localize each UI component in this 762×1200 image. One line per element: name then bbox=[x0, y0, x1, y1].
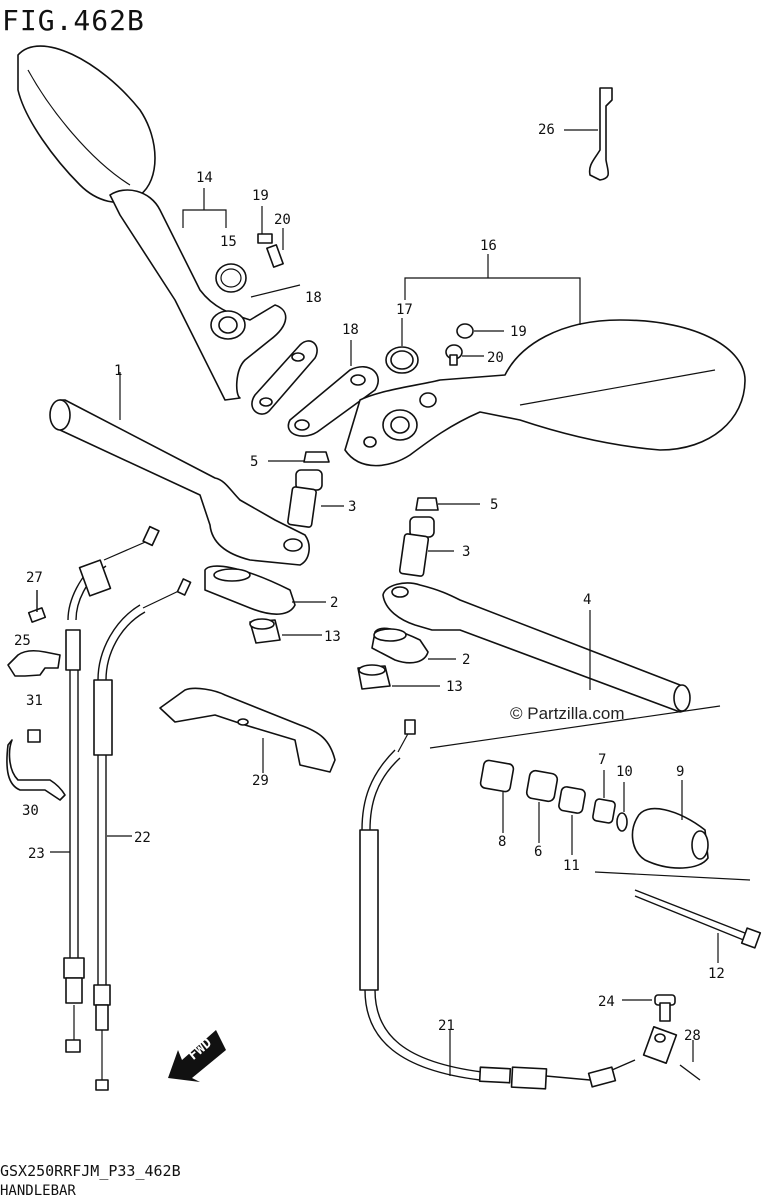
callout-26: 26 bbox=[538, 122, 555, 138]
figure-title: FIG.462B bbox=[2, 4, 145, 37]
callout-15: 15 bbox=[220, 234, 237, 250]
bar-holder-right[interactable] bbox=[371, 627, 429, 664]
right-mirror[interactable] bbox=[344, 319, 746, 467]
callout-17: 17 bbox=[396, 302, 413, 318]
bar-end-spacer-8[interactable] bbox=[479, 759, 515, 793]
clutch-bolt-24[interactable] bbox=[654, 994, 676, 1022]
mirror-grommet[interactable] bbox=[385, 346, 419, 374]
bar-holder-left[interactable] bbox=[204, 565, 296, 615]
throttle-cable-return-22[interactable] bbox=[93, 578, 192, 1091]
cable-clamp-screw-27[interactable] bbox=[27, 590, 47, 623]
callout-27: 27 bbox=[26, 570, 43, 586]
clutch-clevis[interactable] bbox=[642, 1026, 678, 1064]
callout-22: 22 bbox=[134, 830, 151, 846]
callout-5-right: 5 bbox=[490, 497, 498, 513]
callouts: 14 15 19 20 18 18 17 16 19 20 1 5 3 5 3 … bbox=[14, 122, 725, 1044]
callout-4: 4 bbox=[583, 592, 591, 608]
callout-14: 14 bbox=[196, 170, 213, 186]
callout-20-left: 20 bbox=[274, 212, 291, 228]
cable-clamp-25[interactable] bbox=[7, 649, 61, 677]
callout-24: 24 bbox=[598, 994, 615, 1010]
callout-5-left: 5 bbox=[250, 454, 258, 470]
callout-31: 31 bbox=[26, 693, 43, 709]
callout-13-right: 13 bbox=[446, 679, 463, 695]
callout-1: 1 bbox=[114, 363, 122, 379]
mirror-gasket-left[interactable] bbox=[251, 340, 318, 415]
throttle-cable-pull-23[interactable] bbox=[63, 525, 160, 1053]
bar-end-bolt-12[interactable] bbox=[634, 889, 762, 949]
callout-6: 6 bbox=[534, 844, 542, 860]
callout-20-right: 20 bbox=[487, 350, 504, 366]
bar-bolt-right[interactable] bbox=[398, 516, 435, 577]
right-handlebar[interactable] bbox=[382, 582, 691, 713]
callout-28: 28 bbox=[684, 1028, 701, 1044]
mirror-screw-right[interactable] bbox=[445, 344, 463, 366]
holder-nut-right[interactable] bbox=[357, 664, 391, 690]
callout-30: 30 bbox=[22, 803, 39, 819]
bar-end-rubber-11[interactable] bbox=[558, 786, 586, 814]
bar-end-rubber-6[interactable] bbox=[525, 769, 559, 803]
callout-13-left: 13 bbox=[324, 629, 341, 645]
callout-18-left: 18 bbox=[305, 290, 322, 306]
partzilla-watermark: © Partzilla.com bbox=[510, 704, 625, 723]
cable-bracket-29[interactable] bbox=[159, 687, 336, 773]
bar-cap-right[interactable] bbox=[415, 497, 439, 511]
bar-end-collar-7[interactable] bbox=[592, 798, 616, 824]
callout-18-right: 18 bbox=[342, 322, 359, 338]
callout-9: 9 bbox=[676, 764, 684, 780]
callout-23: 23 bbox=[28, 846, 45, 862]
cable-clip-26[interactable] bbox=[588, 87, 613, 181]
callout-3-left: 3 bbox=[348, 499, 356, 515]
callout-2-right: 2 bbox=[462, 652, 470, 668]
callout-25: 25 bbox=[14, 633, 31, 649]
callout-11: 11 bbox=[563, 858, 580, 874]
bar-end-washer-10[interactable] bbox=[616, 812, 628, 832]
callout-21: 21 bbox=[438, 1018, 455, 1034]
clutch-pin-28[interactable] bbox=[679, 1064, 701, 1081]
callout-16: 16 bbox=[480, 238, 497, 254]
bar-end-weight-9[interactable] bbox=[631, 807, 709, 869]
bar-bolt-left[interactable] bbox=[287, 469, 323, 528]
callout-19-left: 19 bbox=[252, 188, 269, 204]
left-mirror[interactable] bbox=[17, 45, 287, 401]
callout-10: 10 bbox=[616, 764, 633, 780]
callout-7: 7 bbox=[598, 752, 606, 768]
callout-8: 8 bbox=[498, 834, 506, 850]
mirror-gasket-right[interactable] bbox=[287, 365, 379, 437]
callout-3-right: 3 bbox=[462, 544, 470, 560]
cable-guide-30[interactable] bbox=[6, 729, 66, 801]
clutch-cable-21[interactable] bbox=[359, 719, 636, 1090]
fwd-arrow: FWD bbox=[168, 1030, 226, 1082]
model-code: GSX250RRFJM_P33_462B bbox=[0, 1162, 181, 1180]
callout-29: 29 bbox=[252, 773, 269, 789]
holder-nut-left[interactable] bbox=[249, 618, 281, 644]
mirror-cap-right[interactable] bbox=[456, 323, 474, 339]
callout-19-right: 19 bbox=[510, 324, 527, 340]
callout-2-left: 2 bbox=[330, 595, 338, 611]
callout-12: 12 bbox=[708, 966, 725, 982]
diagram-name: HANDLEBAR bbox=[0, 1183, 76, 1199]
bar-cap-left[interactable] bbox=[303, 451, 330, 463]
mirror-screw-left[interactable] bbox=[257, 233, 284, 268]
left-handlebar[interactable] bbox=[49, 399, 310, 566]
